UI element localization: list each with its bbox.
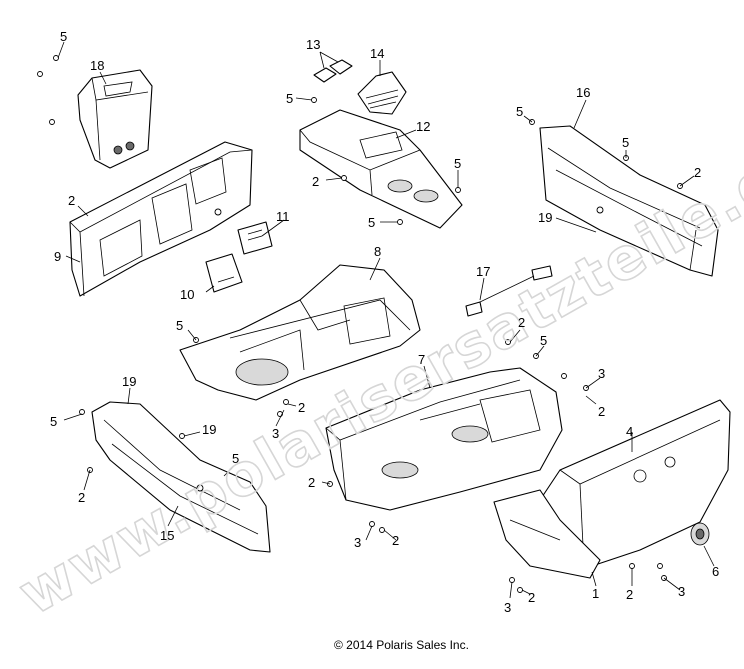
callout-18: 18 xyxy=(90,58,104,73)
callout-9: 9 xyxy=(54,249,61,264)
callout-2: 2 xyxy=(518,315,525,330)
callout-4: 4 xyxy=(626,424,633,439)
callout-2: 2 xyxy=(308,475,315,490)
callout-12: 12 xyxy=(416,119,430,134)
part-15-left-rail xyxy=(91,401,271,553)
callout-2: 2 xyxy=(78,490,85,505)
callout-2: 2 xyxy=(528,590,535,605)
callout-2: 2 xyxy=(312,174,319,189)
callout-2: 2 xyxy=(298,400,305,415)
callout-2: 2 xyxy=(68,193,75,208)
callout-5: 5 xyxy=(60,29,67,44)
part-16-right-rail xyxy=(539,125,719,277)
callout-5: 5 xyxy=(232,451,239,466)
callout-3: 3 xyxy=(678,584,685,599)
callout-labels: 5 18 2 9 10 11 13 14 5 12 5 2 5 16 5 5 2… xyxy=(50,29,719,615)
part-7-floor-tub xyxy=(325,367,563,511)
part-12-center-console xyxy=(299,109,463,229)
fasteners xyxy=(37,55,683,593)
callout-19: 19 xyxy=(202,422,216,437)
part-1-skid-plate xyxy=(493,489,601,579)
leader-lines xyxy=(57,41,715,599)
callout-11: 11 xyxy=(276,209,290,224)
callout-5: 5 xyxy=(176,318,183,333)
callout-5: 5 xyxy=(516,104,523,119)
callout-8: 8 xyxy=(374,244,381,259)
callout-2: 2 xyxy=(598,404,605,419)
callout-10: 10 xyxy=(180,287,194,302)
part-6-grommet xyxy=(690,522,710,546)
callout-3: 3 xyxy=(504,600,511,615)
copyright-text: © 2014 Polaris Sales Inc. xyxy=(334,638,469,652)
callout-19: 19 xyxy=(122,374,136,389)
part-18-storage-bin xyxy=(77,69,153,169)
callout-19: 19 xyxy=(538,210,552,225)
part-9-rear-panel xyxy=(69,141,253,297)
callout-2: 2 xyxy=(626,587,633,602)
callout-16: 16 xyxy=(576,85,590,100)
part-17-bumper xyxy=(465,265,553,317)
callout-3: 3 xyxy=(598,366,605,381)
callout-5: 5 xyxy=(622,135,629,150)
callout-3: 3 xyxy=(354,535,361,550)
callout-14: 14 xyxy=(370,46,384,61)
callout-5: 5 xyxy=(50,414,57,429)
part-11-cover xyxy=(237,221,273,255)
callout-5: 5 xyxy=(286,91,293,106)
part-14-shift-boot xyxy=(357,71,407,115)
callout-5: 5 xyxy=(540,333,547,348)
callout-5: 5 xyxy=(454,156,461,171)
callout-7: 7 xyxy=(418,352,425,367)
callout-2: 2 xyxy=(694,165,701,180)
callout-15: 15 xyxy=(160,528,174,543)
callout-3: 3 xyxy=(272,426,279,441)
callout-6: 6 xyxy=(712,564,719,579)
part-10-cover xyxy=(205,253,243,293)
part-8-floor-tray xyxy=(179,264,421,401)
callout-13: 13 xyxy=(306,37,320,52)
callout-17: 17 xyxy=(476,264,490,279)
callout-1: 1 xyxy=(592,586,599,601)
callout-5: 5 xyxy=(368,215,375,230)
part-13-clips xyxy=(313,59,353,83)
callout-2: 2 xyxy=(392,533,399,548)
